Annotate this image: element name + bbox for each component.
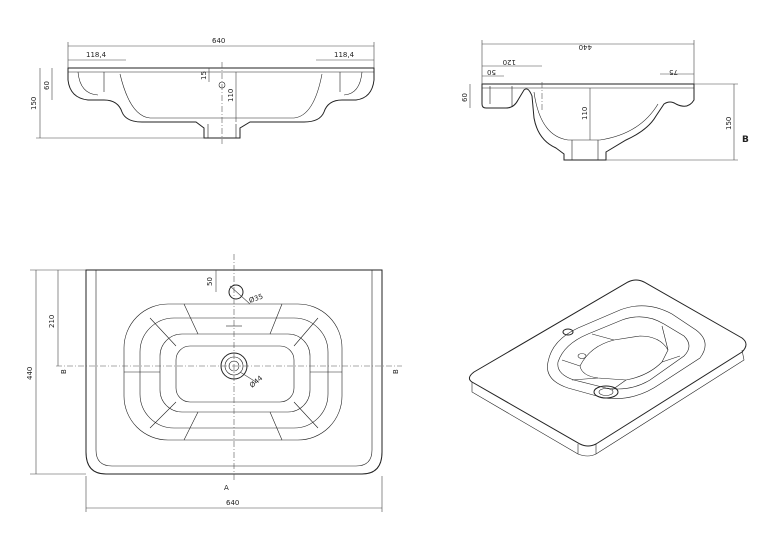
side-depth-label: 440 bbox=[579, 43, 592, 51]
front-view: 640 118,4 118,4 150 60 110 15 bbox=[30, 37, 375, 144]
section-marker-left: B bbox=[60, 369, 68, 374]
iso-top-surface bbox=[468, 279, 747, 447]
front-overall-height-label: 150 bbox=[30, 97, 38, 110]
front-width-label: 640 bbox=[212, 37, 225, 45]
side-back-wall-label: 50 bbox=[487, 68, 496, 76]
tap-hole bbox=[228, 284, 244, 300]
front-rim-height-label: 60 bbox=[43, 81, 51, 90]
front-left-rim-label: 118,4 bbox=[86, 51, 107, 59]
top-view-outline bbox=[85, 269, 383, 475]
iso-drain bbox=[593, 385, 619, 399]
top-tap-to-drain-label: 210 bbox=[48, 315, 56, 328]
side-overall-height-label: 150 bbox=[725, 117, 733, 130]
side-bowl-depth-label: 110 bbox=[581, 107, 589, 120]
iso-tap-hole bbox=[562, 328, 574, 336]
top-tap-offset-label: 50 bbox=[206, 277, 214, 286]
side-section-label: B bbox=[742, 135, 749, 145]
section-marker-right: B bbox=[392, 369, 400, 374]
front-view-outline bbox=[67, 67, 375, 139]
top-depth-label: 440 bbox=[26, 367, 34, 380]
top-view: 440 210 640 50 Ø35 Ø44 B B A bbox=[26, 254, 402, 512]
section-marker-bottom: A bbox=[224, 484, 229, 492]
tap-hole-diameter-label: Ø35 bbox=[248, 292, 264, 304]
front-tap-offset-label: 15 bbox=[200, 71, 208, 80]
drain-diameter-label: Ø44 bbox=[248, 374, 265, 390]
front-bowl-depth-label: 110 bbox=[227, 89, 235, 102]
bowl-inner bbox=[159, 333, 311, 413]
side-view-outline bbox=[481, 83, 695, 161]
side-view: 440 120 50 75 60 110 150 B bbox=[461, 40, 749, 161]
top-width-label: 640 bbox=[226, 499, 239, 507]
side-front-offset-label: 75 bbox=[669, 68, 678, 76]
side-rim-height-label: 60 bbox=[461, 93, 469, 102]
isometric-view bbox=[468, 279, 747, 457]
side-back-offset-label: 120 bbox=[503, 58, 516, 66]
iso-bowl-rim bbox=[547, 305, 706, 399]
front-right-rim-label: 118,4 bbox=[334, 51, 355, 59]
